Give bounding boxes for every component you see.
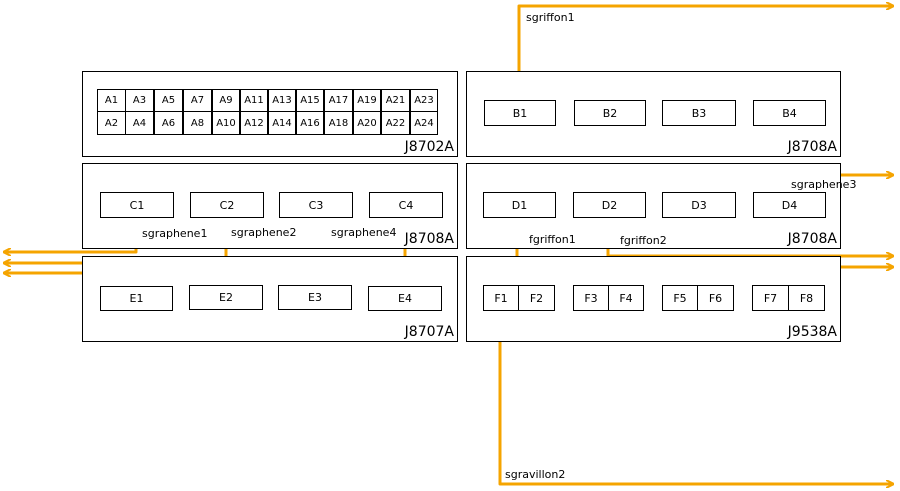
port-a21[interactable]: A21 [381, 89, 410, 112]
port-a3[interactable]: A3 [125, 89, 154, 112]
cable-label-sgriffon1: sgriffon1 [526, 11, 575, 24]
port-a6[interactable]: A6 [154, 111, 183, 135]
port-b3[interactable]: B3 [662, 100, 736, 126]
panel-label: J9538A [787, 324, 837, 340]
port-a4[interactable]: A4 [125, 111, 154, 135]
cable-sgravillon2 [498, 312, 893, 484]
panel-label: J8708A [404, 231, 454, 247]
cable-label-sgraphene3: sgraphene3 [791, 178, 857, 191]
port-a19[interactable]: A19 [353, 89, 381, 112]
panel-label: J8707A [404, 324, 454, 340]
port-b2[interactable]: B2 [574, 100, 646, 126]
port-a11[interactable]: A11 [240, 89, 268, 112]
port-a24[interactable]: A24 [410, 111, 438, 135]
cable-label-sgravillon2: sgravillon2 [505, 468, 566, 481]
port-c4[interactable]: C4 [369, 192, 443, 218]
panel-d-j8708a: D1 D2 D3 D4 J8708A [466, 163, 841, 249]
cable-label-sgraphene1: sgraphene1 [142, 227, 208, 240]
port-c1[interactable]: C1 [100, 192, 174, 218]
cable-sgriffon1 [517, 6, 893, 100]
port-f8[interactable]: F8 [788, 285, 825, 311]
cable-label-fgriffon2: fgriffon2 [620, 234, 667, 247]
port-d3[interactable]: D3 [662, 192, 736, 218]
port-d1[interactable]: D1 [483, 192, 556, 218]
port-a13[interactable]: A13 [268, 89, 296, 112]
port-a12[interactable]: A12 [240, 111, 268, 135]
panel-label: J8702A [404, 139, 454, 155]
port-e3[interactable]: E3 [278, 285, 352, 310]
panel-label: J8708A [787, 139, 837, 155]
port-d4[interactable]: D4 [753, 192, 826, 218]
cable-label-sgraphene4: sgraphene4 [331, 226, 397, 239]
port-a2[interactable]: A2 [97, 111, 126, 135]
port-a17[interactable]: A17 [324, 89, 353, 112]
port-f1[interactable]: F1 [483, 285, 519, 311]
port-e2[interactable]: E2 [189, 285, 263, 310]
port-a22[interactable]: A22 [381, 111, 410, 135]
port-d2[interactable]: D2 [573, 192, 646, 218]
port-b1[interactable]: B1 [484, 100, 556, 126]
panel-c-j8708a: C1 C2 C3 C4 J8708A [82, 163, 458, 249]
port-c3[interactable]: C3 [279, 192, 353, 218]
port-a16[interactable]: A16 [296, 111, 324, 135]
port-f3[interactable]: F3 [573, 285, 609, 311]
port-f4[interactable]: F4 [608, 285, 644, 311]
port-a9[interactable]: A9 [212, 89, 240, 112]
port-b4[interactable]: B4 [753, 100, 826, 126]
port-f6[interactable]: F6 [697, 285, 734, 311]
port-e1[interactable]: E1 [100, 286, 173, 311]
port-a23[interactable]: A23 [410, 89, 438, 112]
port-a5[interactable]: A5 [154, 89, 183, 112]
port-a7[interactable]: A7 [183, 89, 212, 112]
panel-label: J8708A [787, 231, 837, 247]
port-f2[interactable]: F2 [518, 285, 555, 311]
port-a10[interactable]: A10 [212, 111, 240, 135]
port-a18[interactable]: A18 [324, 111, 353, 135]
port-a14[interactable]: A14 [268, 111, 296, 135]
port-a20[interactable]: A20 [353, 111, 381, 135]
panel-b-j8708a: B1 B2 B3 B4 J8708A [466, 71, 841, 157]
port-a1[interactable]: A1 [97, 89, 126, 112]
port-f5[interactable]: F5 [662, 285, 698, 311]
port-a15[interactable]: A15 [296, 89, 324, 112]
cable-label-fgriffon1: fgriffon1 [529, 233, 576, 246]
cable-label-sgraphene2: sgraphene2 [231, 226, 297, 239]
port-e4[interactable]: E4 [368, 286, 442, 311]
port-f7[interactable]: F7 [752, 285, 789, 311]
port-a8[interactable]: A8 [183, 111, 212, 135]
panel-f-j9538a: F1 F2 F3 F4 F5 F6 F7 F8 J9538A [466, 256, 841, 342]
panel-e-j8707a: E1 E2 E3 E4 J8707A [82, 256, 458, 342]
port-c2[interactable]: C2 [190, 192, 264, 218]
